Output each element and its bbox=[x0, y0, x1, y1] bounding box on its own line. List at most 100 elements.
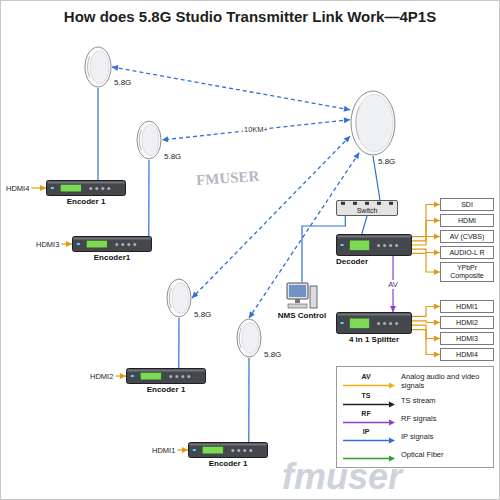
arrowhead bbox=[162, 136, 168, 142]
antenna-node: 5.8G bbox=[166, 278, 192, 318]
signal-connector bbox=[162, 117, 350, 142]
antenna-node: 5.8G bbox=[84, 46, 112, 88]
legend-text: TS stream bbox=[401, 396, 436, 405]
node-label: 5.8G bbox=[378, 157, 395, 167]
nms-computer: NMS Control bbox=[286, 282, 318, 310]
device-front-panel bbox=[72, 236, 152, 252]
legend-row: AVAnalog audio and video signals bbox=[341, 372, 489, 390]
signal-port-box: SDI bbox=[440, 198, 494, 211]
panel-body bbox=[189, 443, 268, 458]
node-label: Encoder1 bbox=[94, 253, 130, 263]
dish-rim bbox=[137, 121, 161, 159]
panel-led bbox=[193, 449, 196, 451]
signal-connector bbox=[98, 88, 99, 180]
input-signal-label: HDMI1 bbox=[152, 446, 175, 455]
signal-connector bbox=[362, 216, 367, 234]
device-front-panel bbox=[188, 442, 268, 458]
legend-row: RFRF signals bbox=[341, 410, 489, 426]
signal-port-box: HDMI3 bbox=[440, 332, 494, 345]
computer-icon bbox=[286, 282, 318, 310]
input-signal-label: HDMI3 bbox=[36, 240, 59, 249]
port-label: HDMI4 bbox=[456, 351, 478, 359]
watermark: FMUSER bbox=[195, 168, 259, 189]
av-device: 4 in 1 Splitter bbox=[336, 312, 412, 334]
panel-body bbox=[47, 181, 126, 196]
connector-line bbox=[192, 136, 350, 298]
arrowhead bbox=[389, 402, 395, 408]
legend-text: Analog audio and video signals bbox=[401, 372, 489, 390]
dish-face bbox=[90, 51, 109, 84]
panel-highlight bbox=[190, 444, 267, 446]
legend-sample: TS bbox=[341, 392, 397, 408]
signal-port-box: YPbPr Composite bbox=[440, 262, 494, 282]
connector-line bbox=[112, 67, 350, 110]
input-arrow bbox=[31, 185, 46, 191]
panel-button bbox=[383, 322, 386, 325]
arrowhead bbox=[192, 292, 198, 298]
lcd-display bbox=[60, 184, 81, 191]
dish-rim bbox=[237, 319, 261, 357]
arrowhead bbox=[353, 153, 359, 160]
switch-port bbox=[377, 202, 381, 205]
dish-face bbox=[356, 95, 393, 152]
receiver-antenna: 5.8G bbox=[350, 90, 396, 156]
dish-rim bbox=[167, 279, 191, 317]
device-front-panel bbox=[336, 312, 412, 334]
arrowhead bbox=[182, 447, 188, 453]
signal-connector bbox=[178, 318, 179, 368]
panel-button bbox=[107, 187, 110, 190]
panel-highlight bbox=[74, 238, 151, 240]
node-label: 5.8G bbox=[164, 152, 181, 162]
encoder-device: Encoder1 bbox=[72, 236, 152, 252]
legend-line bbox=[343, 404, 391, 406]
panel-button bbox=[395, 244, 398, 247]
antenna-dish bbox=[136, 120, 162, 160]
input-arrow bbox=[61, 241, 72, 247]
signal-connector bbox=[192, 136, 350, 298]
signal-code: TS bbox=[341, 392, 391, 400]
legend-sample: RF bbox=[341, 410, 397, 426]
lcd-display bbox=[86, 240, 107, 247]
antenna-dish bbox=[166, 278, 192, 318]
node-label: NMS Control bbox=[278, 311, 326, 321]
panel-button bbox=[115, 243, 118, 246]
device-front-panel bbox=[126, 368, 206, 384]
arrowhead bbox=[112, 65, 118, 71]
connector-label: AV bbox=[387, 280, 398, 289]
arrowhead bbox=[344, 106, 350, 112]
signal-connector bbox=[412, 253, 440, 275]
legend-arrow bbox=[389, 438, 395, 444]
arrowhead bbox=[249, 311, 255, 318]
port-label: AUDIO-L R bbox=[449, 249, 484, 257]
antenna-node: 5.8G bbox=[136, 120, 162, 160]
legend-arrow bbox=[389, 383, 395, 389]
panel-button bbox=[169, 375, 172, 378]
connector-line bbox=[248, 358, 249, 442]
panel-button bbox=[133, 243, 136, 246]
arrowhead bbox=[344, 136, 350, 142]
connector-line bbox=[362, 216, 367, 234]
arrowhead bbox=[344, 117, 350, 123]
legend-text: Optical Fiber bbox=[401, 450, 444, 459]
panel-button bbox=[237, 449, 240, 452]
panel-highlight bbox=[338, 314, 411, 316]
panel-led bbox=[341, 244, 344, 246]
legend-arrow bbox=[389, 402, 395, 408]
connector-line bbox=[412, 330, 440, 355]
monitor-stand bbox=[295, 299, 300, 303]
lcd-display bbox=[350, 240, 370, 250]
antenna-dish bbox=[84, 46, 112, 88]
panel-button bbox=[187, 375, 190, 378]
signal-connector bbox=[112, 65, 350, 112]
device-front-panel bbox=[46, 180, 126, 196]
encoder-device: Encoder 1 bbox=[46, 180, 126, 196]
node-label: 5.8G bbox=[194, 310, 211, 320]
panel-button bbox=[95, 187, 98, 190]
port-label: AV (CVBS) bbox=[450, 233, 485, 241]
arrowhead bbox=[40, 185, 46, 191]
signal-port-box: HDMI1 bbox=[440, 300, 494, 313]
panel-body bbox=[337, 313, 412, 334]
panel-body bbox=[73, 237, 152, 252]
lcd-display bbox=[140, 372, 161, 379]
